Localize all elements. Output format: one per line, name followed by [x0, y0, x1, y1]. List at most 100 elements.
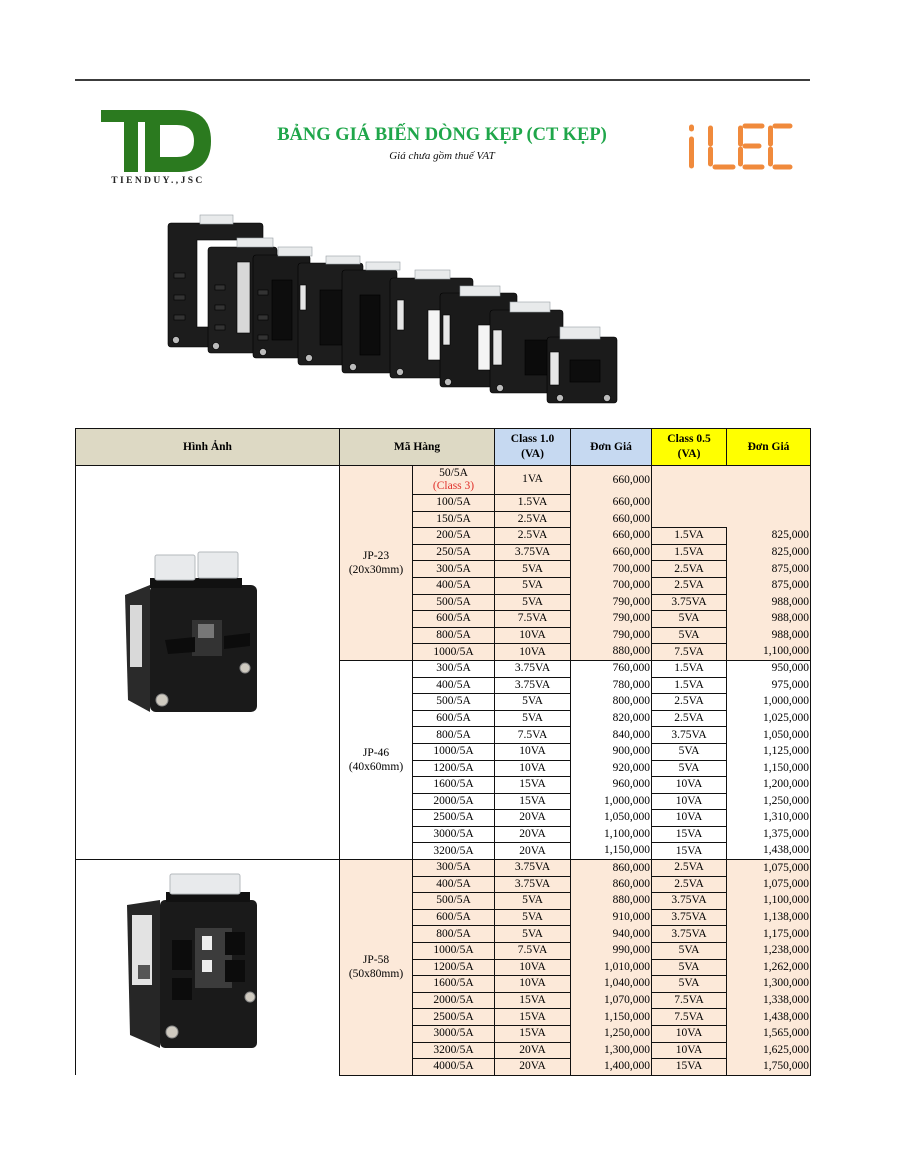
current-ratio: 500/5A	[436, 894, 471, 907]
model-window-size: (50x80mm)	[348, 968, 404, 981]
class05-burden: 2.5VA	[651, 560, 728, 578]
class10-price: 820,000	[570, 710, 653, 727]
class05-price: 875,000	[726, 560, 812, 578]
rating-cell: 400/5A	[411, 576, 496, 595]
current-ratio: 3200/5A	[433, 844, 474, 857]
class10-burden: 15VA	[494, 1008, 572, 1026]
class05-burden: 7.5VA	[651, 991, 728, 1010]
class10-price: 1,000,000	[570, 793, 653, 810]
class10-burden: 5VA	[494, 576, 572, 595]
class10-price: 910,000	[570, 909, 653, 926]
class05-price: 1,175,000	[726, 925, 812, 943]
class10-price: 1,050,000	[570, 809, 653, 827]
class10-burden: 10VA	[494, 742, 572, 761]
class05-price: 1,300,000	[726, 975, 812, 993]
current-ratio: 300/5A	[436, 861, 471, 874]
class05-price: 1,125,000	[726, 743, 812, 760]
class10-burden: 10VA	[494, 643, 572, 661]
class10-price: 700,000	[570, 560, 653, 578]
class10-price: 960,000	[570, 776, 653, 794]
class05-burden-empty	[651, 464, 727, 529]
class05-burden: 1.5VA	[651, 543, 728, 562]
model-code: JP-23	[362, 549, 390, 562]
rating-cell: 3000/5A	[411, 825, 496, 844]
current-ratio: 300/5A	[436, 662, 471, 675]
class05-burden: 5VA	[651, 626, 728, 645]
header-class10-burden: Class 1.0 (VA)	[494, 428, 572, 466]
rating-cell: 600/5A	[411, 908, 496, 927]
class10-burden: 20VA	[494, 842, 572, 861]
rating-cell: 500/5A	[411, 593, 496, 612]
class10-price: 700,000	[570, 577, 653, 595]
class10-burden: 5VA	[494, 925, 572, 944]
class10-price: 1,150,000	[570, 1008, 653, 1026]
top-divider	[75, 79, 810, 81]
class05-burden: 3.75VA	[651, 593, 728, 612]
class05-burden: 1.5VA	[651, 659, 728, 678]
class10-price: 800,000	[570, 693, 653, 711]
rating-cell: 250/5A	[411, 543, 496, 562]
rating-cell: 50/5A(Class 3)	[411, 465, 496, 495]
class05-price: 1,375,000	[726, 826, 812, 843]
rating-cell: 1000/5A	[411, 742, 496, 761]
class10-price: 860,000	[570, 859, 653, 877]
class10-burden: 20VA	[494, 1058, 572, 1076]
class10-price: 660,000	[570, 494, 653, 512]
rating-cell: 1200/5A	[411, 958, 496, 977]
rating-cell: 800/5A	[411, 726, 496, 744]
rating-cell: 100/5A	[411, 494, 496, 512]
model-window-size: (20x30mm)	[348, 563, 404, 576]
class10-burden: 2.5VA	[494, 527, 572, 545]
rating-cell: 150/5A	[411, 510, 496, 529]
class05-price: 1,050,000	[726, 726, 812, 744]
class05-burden: 1.5VA	[651, 676, 728, 695]
class05-price: 1,250,000	[726, 793, 812, 810]
class10-burden: 3.75VA	[494, 859, 572, 877]
current-ratio: 1200/5A	[433, 761, 474, 774]
rating-cell: 500/5A	[411, 693, 496, 711]
class05-price: 988,000	[726, 627, 812, 644]
current-ratio: 50/5A	[439, 466, 468, 479]
table-header-row: Hình Ảnh Mã Hàng Class 1.0 (VA) Đơn Giá …	[75, 428, 812, 466]
class10-price: 880,000	[570, 892, 653, 910]
rating-cell: 300/5A	[411, 659, 496, 678]
class10-burden: 3.75VA	[494, 676, 572, 695]
rating-cell: 3200/5A	[411, 842, 496, 861]
model-cell: JP-23(20x30mm)	[339, 465, 413, 661]
class10-price: 660,000	[570, 527, 653, 545]
class10-price: 1,300,000	[570, 1042, 653, 1059]
class05-price: 1,438,000	[726, 842, 812, 861]
class05-price: 1,025,000	[726, 710, 812, 727]
class10-price: 790,000	[570, 594, 653, 611]
class10-burden: 20VA	[494, 825, 572, 844]
class10-price: 790,000	[570, 610, 653, 628]
model-cell: JP-58(50x80mm)	[339, 859, 413, 1076]
class05-price: 988,000	[726, 610, 812, 628]
class10-burden: 15VA	[494, 1025, 572, 1043]
class10-burden: 1VA	[494, 465, 572, 495]
class05-burden: 5VA	[651, 742, 728, 761]
rating-cell: 300/5A	[411, 560, 496, 578]
class05-price: 988,000	[726, 594, 812, 611]
class05-burden: 3.75VA	[651, 892, 728, 910]
current-ratio: 3000/5A	[433, 1027, 474, 1040]
current-ratio: 1200/5A	[433, 960, 474, 973]
class10-burden: 20VA	[494, 1041, 572, 1060]
class05-price: 975,000	[726, 677, 812, 694]
current-ratio: 1000/5A	[433, 745, 474, 758]
class05-burden: 5VA	[651, 958, 728, 977]
class05-price: 1,750,000	[726, 1058, 812, 1076]
class05-burden: 5VA	[651, 610, 728, 628]
class10-price: 660,000	[570, 465, 653, 495]
rating-cell: 800/5A	[411, 626, 496, 645]
current-ratio: 150/5A	[436, 512, 471, 525]
class10-burden: 7.5VA	[494, 610, 572, 628]
model-window-size: (40x60mm)	[348, 761, 404, 773]
class05-burden: 3.75VA	[651, 726, 728, 744]
current-ratio: 1600/5A	[433, 977, 474, 990]
class05-price-empty	[726, 464, 812, 528]
current-ratio: 100/5A	[436, 496, 471, 509]
class05-burden: 2.5VA	[651, 859, 728, 877]
